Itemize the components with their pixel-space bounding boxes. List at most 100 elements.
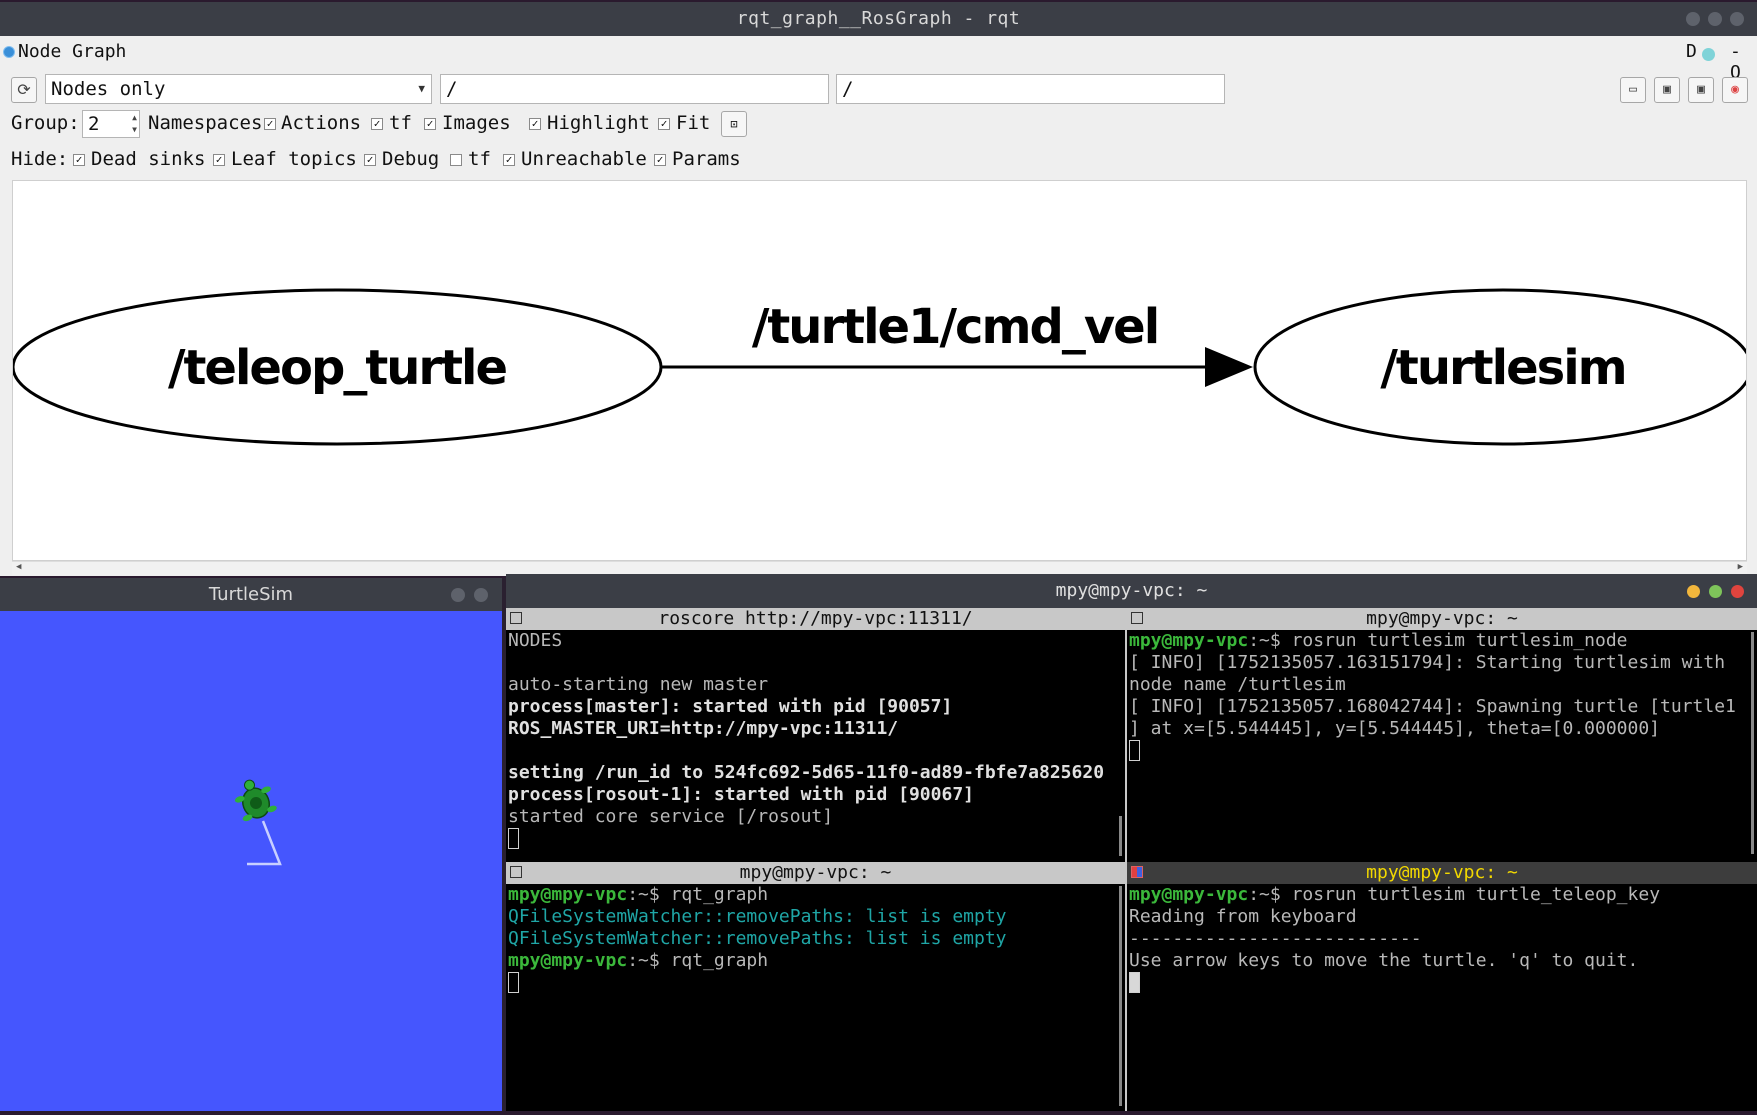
terminal-cursor bbox=[1129, 972, 1140, 993]
help-icon[interactable] bbox=[1702, 48, 1715, 61]
graph-svg: /teleop_turtle /turtle1/cmd_vel /turtles… bbox=[11, 288, 1753, 446]
load-dot-button[interactable]: ▭ bbox=[1620, 77, 1646, 103]
params-checkbox[interactable]: ✓ bbox=[654, 154, 666, 166]
pane-header-roscore[interactable]: roscore http://mpy-vpc:11311/ bbox=[506, 608, 1125, 630]
terminal-line: NODES bbox=[508, 630, 563, 651]
terminal-window: mpy@mpy-vpc: ~ roscore http://mpy-vpc:11… bbox=[506, 574, 1757, 1111]
pane-rqt-graph[interactable]: mpy@mpy-vpc:~$ rqt_graph QFileSystemWatc… bbox=[506, 884, 1125, 1111]
pane-scrollbar[interactable] bbox=[1119, 886, 1122, 1106]
save-svg-button[interactable]: ▣ bbox=[1688, 77, 1714, 103]
image-icon: ◉ bbox=[1731, 82, 1739, 97]
pane-title-roscore: roscore http://mpy-vpc:11311/ bbox=[658, 608, 973, 629]
minimize-button[interactable] bbox=[1686, 12, 1700, 26]
graph-toolbar: ⟳ Nodes only ▼ ▭ ▣ ▣ ◉ bbox=[0, 72, 1757, 106]
maximize-button[interactable] bbox=[1708, 12, 1722, 26]
topic-filter-input[interactable] bbox=[836, 74, 1225, 104]
dock-button[interactable]: D bbox=[1686, 41, 1697, 62]
terminal-line: process[master]: started with pid [90057… bbox=[508, 696, 953, 717]
pane-scrollbar[interactable] bbox=[1119, 816, 1122, 856]
prompt-command: rosrun turtlesim turtlesim_node bbox=[1291, 630, 1628, 651]
save-dot-button[interactable]: ▣ bbox=[1654, 77, 1680, 103]
unreachable-checkbox[interactable]: ✓ bbox=[503, 154, 515, 166]
params-label: Params bbox=[672, 148, 741, 170]
prompt-command: rqt_graph bbox=[670, 950, 769, 971]
namespaces-label: Namespaces bbox=[148, 112, 263, 134]
tf-group-checkbox[interactable]: ✓ bbox=[371, 118, 383, 130]
pane-title-rqt-graph: mpy@mpy-vpc: ~ bbox=[739, 862, 892, 883]
leaf-topics-label: Leaf topics bbox=[231, 148, 357, 170]
terminal-maximize-button[interactable] bbox=[1709, 585, 1722, 598]
dead-sinks-checkbox[interactable]: ✓ bbox=[73, 154, 85, 166]
pane-menu-icon[interactable] bbox=[1131, 612, 1143, 624]
terminal-line: [ INFO] [1752135057.168042744]: Spawning… bbox=[1129, 696, 1736, 717]
pane-menu-icon[interactable] bbox=[1131, 866, 1143, 878]
pane-roscore[interactable]: NODES auto-starting new master process[m… bbox=[506, 630, 1125, 862]
terminal-title: mpy@mpy-vpc: ~ bbox=[1055, 580, 1208, 601]
fit-icon: ⊡ bbox=[730, 117, 738, 131]
debug-checkbox[interactable]: ✓ bbox=[364, 154, 376, 166]
fit-in-view-button[interactable]: ⊡ bbox=[721, 111, 747, 137]
terminal-line: [ INFO] [1752135057.163151794]: Starting… bbox=[1129, 652, 1726, 673]
terminal-minimize-button[interactable] bbox=[1687, 585, 1700, 598]
save-svg-icon: ▣ bbox=[1697, 82, 1705, 97]
plugin-minimize-close[interactable]: - O bbox=[1730, 41, 1741, 83]
unreachable-label: Unreachable bbox=[521, 148, 647, 170]
prompt-suffix: :~$ bbox=[627, 884, 671, 905]
pane-menu-icon[interactable] bbox=[510, 612, 522, 624]
pane-header-turtlesim-node[interactable]: mpy@mpy-vpc: ~ bbox=[1127, 608, 1757, 630]
terminal-line: Use arrow keys to move the turtle. 'q' t… bbox=[1129, 950, 1639, 971]
pane-scrollbar[interactable] bbox=[1751, 632, 1754, 854]
pane-title-teleop: mpy@mpy-vpc: ~ bbox=[1366, 862, 1518, 883]
plugin-header: Node Graph D - O bbox=[0, 38, 1757, 83]
terminal-titlebar[interactable]: mpy@mpy-vpc: ~ bbox=[506, 574, 1757, 608]
actions-checkbox[interactable]: ✓ bbox=[264, 118, 276, 130]
pane-header-rqt-graph[interactable]: mpy@mpy-vpc: ~ bbox=[506, 862, 1125, 884]
graph-hscrollbar[interactable]: ◀ ▶ bbox=[12, 561, 1747, 575]
group-label: Group: bbox=[11, 112, 80, 134]
close-button[interactable] bbox=[1730, 12, 1744, 26]
highlight-checkbox[interactable]: ✓ bbox=[529, 118, 541, 130]
pane-menu-icon[interactable] bbox=[510, 866, 522, 878]
spin-arrows-icon[interactable]: ▲▼ bbox=[132, 113, 137, 134]
pane-turtlesim-node[interactable]: mpy@mpy-vpc:~$ rosrun turtlesim turtlesi… bbox=[1127, 630, 1757, 862]
group-options-row: Group: 2 ▲▼ Namespaces ✓ Actions ✓ tf ✓ … bbox=[0, 108, 1757, 140]
node-filter-input[interactable] bbox=[440, 74, 829, 104]
scroll-right-icon[interactable]: ▶ bbox=[1737, 562, 1743, 572]
turtlesim-titlebar[interactable]: TurtleSim bbox=[0, 578, 502, 611]
rqt-titlebar[interactable]: rqt_graph__RosGraph - rqt bbox=[0, 2, 1757, 36]
tf-hide-label: tf bbox=[468, 148, 491, 170]
fit-label: Fit bbox=[676, 112, 711, 134]
dead-sinks-label: Dead sinks bbox=[91, 148, 206, 170]
graph-canvas[interactable]: /teleop_turtle /turtle1/cmd_vel /turtles… bbox=[11, 180, 1753, 561]
actions-label: Actions bbox=[281, 112, 362, 134]
group-value: 2 bbox=[88, 113, 100, 135]
scroll-left-icon[interactable]: ◀ bbox=[16, 562, 22, 572]
turtlesim-minimize-button[interactable] bbox=[451, 588, 465, 602]
pane-teleop[interactable]: mpy@mpy-vpc:~$ rosrun turtlesim turtle_t… bbox=[1127, 884, 1757, 1111]
pane-header-teleop[interactable]: mpy@mpy-vpc: ~ bbox=[1127, 862, 1757, 884]
turtle-icon bbox=[234, 779, 277, 822]
terminal-line: started core service [/rosout] bbox=[508, 806, 834, 827]
window-divider bbox=[502, 578, 506, 1111]
group-spinbox[interactable]: 2 ▲▼ bbox=[82, 110, 140, 138]
fit-checkbox[interactable]: ✓ bbox=[658, 118, 670, 130]
images-checkbox[interactable]: ✓ bbox=[424, 118, 436, 130]
graph-mode-select[interactable]: Nodes only ▼ bbox=[45, 74, 432, 104]
images-label: Images bbox=[442, 112, 511, 134]
terminal-cursor bbox=[508, 828, 519, 849]
save-image-button[interactable]: ◉ bbox=[1722, 77, 1748, 103]
terminal-cursor-line bbox=[508, 828, 519, 851]
prompt-user-host: mpy@mpy-vpc bbox=[508, 884, 628, 905]
terminal-line: --------------------------- bbox=[1129, 928, 1422, 949]
terminal-close-button[interactable] bbox=[1731, 585, 1744, 598]
turtlesim-close-button[interactable] bbox=[474, 588, 488, 602]
refresh-button[interactable]: ⟳ bbox=[11, 77, 37, 103]
terminal-prompt-line: mpy@mpy-vpc:~$ rqt_graph bbox=[508, 884, 768, 906]
highlight-label: Highlight bbox=[547, 112, 650, 134]
prompt-command: rqt_graph bbox=[670, 884, 769, 905]
node-turtlesim-label: /turtlesim bbox=[1380, 340, 1625, 396]
tf-hide-checkbox[interactable] bbox=[450, 154, 462, 166]
pane-vertical-divider[interactable] bbox=[1125, 608, 1127, 1111]
prompt-suffix: :~$ bbox=[1248, 630, 1292, 651]
leaf-topics-checkbox[interactable]: ✓ bbox=[213, 154, 225, 166]
